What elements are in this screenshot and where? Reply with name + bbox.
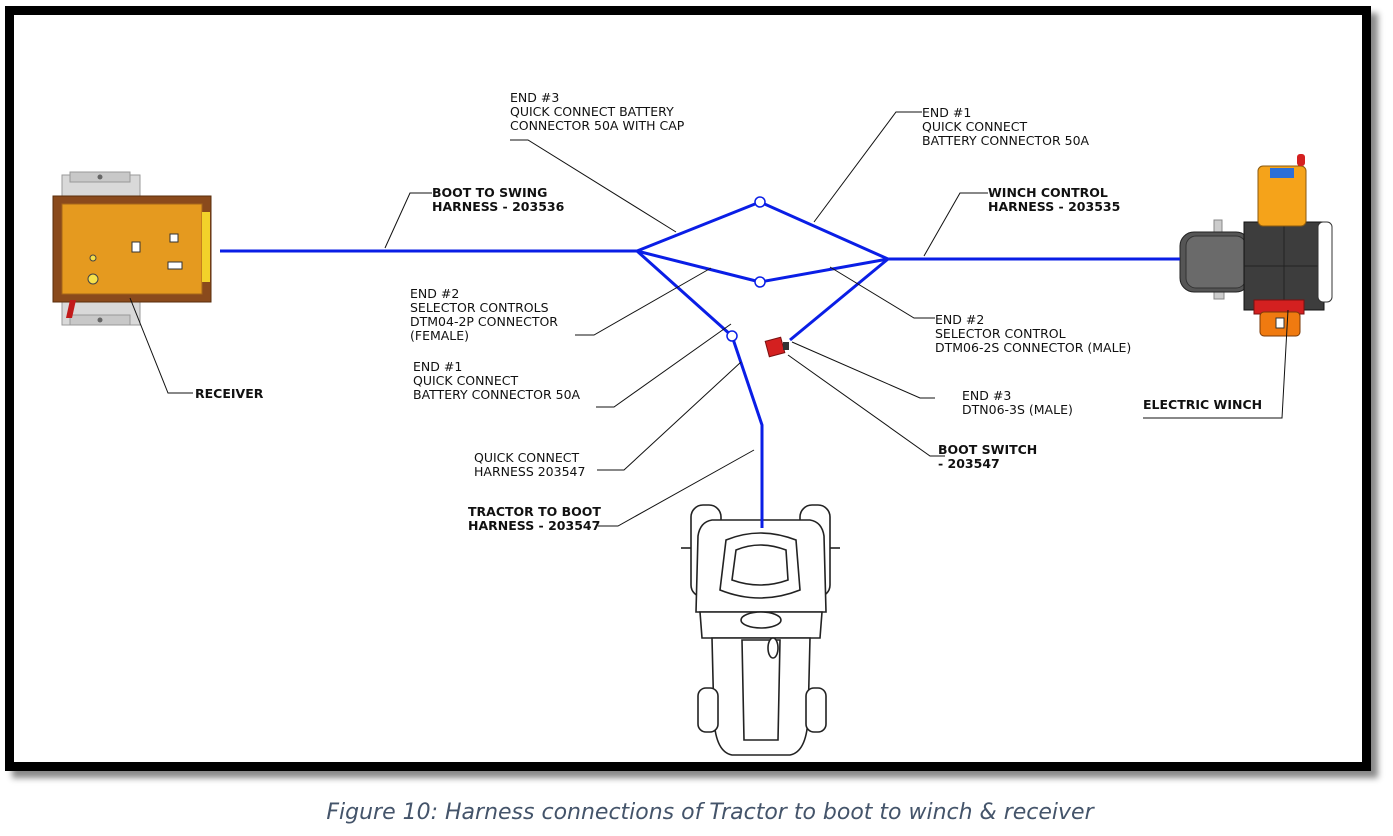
svg-text:END #2: END #2 (410, 286, 459, 301)
svg-text:END #2: END #2 (935, 312, 984, 327)
boot-switch-component (764, 336, 789, 358)
svg-text:END #1: END #1 (413, 359, 462, 374)
svg-text:HARNESS - 203536: HARNESS - 203536 (432, 199, 565, 214)
svg-text:HARNESS - 203547: HARNESS - 203547 (468, 518, 600, 533)
svg-text:END #3: END #3 (962, 388, 1011, 403)
label-end2-selector-controls-female: END #2 SELECTOR CONTROLS DTM04-2P CONNEC… (410, 286, 558, 343)
leader-lines (129, 111, 1289, 527)
svg-text:QUICK CONNECT: QUICK CONNECT (474, 450, 579, 465)
label-receiver: RECEIVER (195, 386, 264, 401)
figure-caption: Figure 10: Harness connections of Tracto… (326, 800, 1094, 825)
svg-text:HARNESS 203547: HARNESS 203547 (474, 464, 585, 479)
diagram-frame (5, 6, 1371, 771)
svg-text:BOOT SWITCH: BOOT SWITCH (938, 442, 1037, 457)
svg-text:END #3: END #3 (510, 90, 559, 105)
label-end3-battery-connector: END #3 QUICK CONNECT BATTERY CONNECTOR 5… (510, 90, 685, 133)
svg-text:QUICK CONNECT BATTERY: QUICK CONNECT BATTERY (510, 104, 674, 119)
svg-text:END #1: END #1 (922, 105, 971, 120)
svg-text:(FEMALE): (FEMALE) (410, 328, 469, 343)
svg-text:SELECTOR CONTROLS: SELECTOR CONTROLS (410, 300, 549, 315)
label-boot-switch: BOOT SWITCH - 203547 (938, 442, 1037, 471)
svg-text:BOOT TO SWING: BOOT TO SWING (432, 185, 547, 200)
label-quick-connect-harness: QUICK CONNECT HARNESS 203547 (474, 450, 585, 479)
connector-nodes (726, 196, 766, 342)
svg-text:QUICK CONNECT: QUICK CONNECT (413, 373, 518, 388)
svg-text:HARNESS - 203535: HARNESS - 203535 (988, 199, 1120, 214)
svg-text:DTM04-2P CONNECTOR: DTM04-2P CONNECTOR (410, 314, 558, 329)
electric-winch-component (1179, 154, 1333, 337)
tractor-component (681, 504, 840, 756)
svg-text:BATTERY CONNECTOR 50A: BATTERY CONNECTOR 50A (413, 387, 581, 402)
label-end2-selector-control-male: END #2 SELECTOR CONTROL DTM06-2S CONNECT… (935, 312, 1131, 355)
harness-lines (220, 200, 1180, 528)
label-winch-control-harness: WINCH CONTROL HARNESS - 203535 (988, 185, 1120, 214)
svg-text:WINCH CONTROL: WINCH CONTROL (988, 185, 1108, 200)
label-end3-dtn06: END #3 DTN06-3S (MALE) (962, 388, 1073, 417)
receiver-component (52, 171, 212, 326)
svg-text:DTN06-3S (MALE): DTN06-3S (MALE) (962, 402, 1073, 417)
svg-text:SELECTOR CONTROL: SELECTOR CONTROL (935, 326, 1066, 341)
label-boot-to-swing-harness: BOOT TO SWING HARNESS - 203536 (432, 185, 565, 214)
label-end1-battery-connector-left: END #1 QUICK CONNECT BATTERY CONNECTOR 5… (413, 359, 581, 402)
label-electric-winch: ELECTRIC WINCH (1143, 397, 1262, 412)
label-end1-battery-connector-top: END #1 QUICK CONNECT BATTERY CONNECTOR 5… (922, 105, 1090, 148)
svg-text:- 203547: - 203547 (938, 456, 1000, 471)
svg-text:DTM06-2S CONNECTOR (MALE): DTM06-2S CONNECTOR (MALE) (935, 340, 1131, 355)
svg-text:BATTERY CONNECTOR 50A: BATTERY CONNECTOR 50A (922, 133, 1090, 148)
svg-text:QUICK CONNECT: QUICK CONNECT (922, 119, 1027, 134)
svg-text:TRACTOR TO BOOT: TRACTOR TO BOOT (468, 504, 601, 519)
svg-text:CONNECTOR 50A WITH CAP: CONNECTOR 50A WITH CAP (510, 118, 685, 133)
label-tractor-to-boot-harness: TRACTOR TO BOOT HARNESS - 203547 (468, 504, 601, 533)
